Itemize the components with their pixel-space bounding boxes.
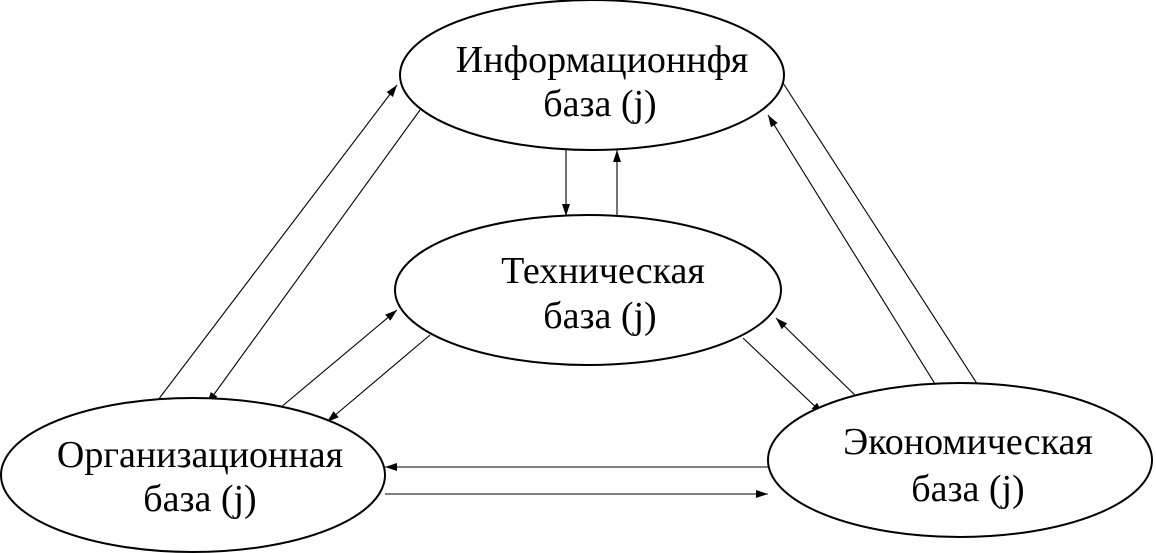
node-org-ellipse	[0, 397, 386, 553]
node-info-ellipse	[399, 0, 785, 151]
arrow-econ-to-info	[767, 114, 941, 393]
node-info: Информационнфя база (j)	[399, 0, 785, 151]
node-econ: Экономическая база (j)	[767, 382, 1153, 538]
node-tech-label-line2: база (j)	[543, 295, 656, 337]
arrow-tech-to-econ	[742, 337, 824, 415]
node-org-label-line1: Организационная	[57, 434, 343, 476]
node-info-label-line1: Информационнфя	[456, 39, 748, 81]
arrow-org-to-info	[157, 84, 398, 401]
arrow-econ-to-tech	[775, 317, 863, 403]
node-org-label-line2: база (j)	[143, 478, 256, 520]
node-tech-ellipse	[394, 214, 782, 366]
node-econ-label-line1: Экономическая	[843, 421, 1093, 463]
node-tech: Техническая база (j)	[394, 214, 782, 366]
node-info-label-line2: база (j)	[543, 83, 656, 125]
arrow-info-to-econ	[782, 82, 986, 397]
node-econ-label-line2: база (j)	[911, 468, 1024, 510]
arrow-org-to-tech	[279, 309, 398, 409]
arrow-info-to-org	[206, 109, 421, 405]
arrow-tech-to-org	[326, 334, 431, 423]
node-org: Организационная база (j)	[0, 397, 386, 553]
node-econ-ellipse	[767, 382, 1153, 538]
node-tech-label-line1: Техническая	[501, 250, 705, 292]
edges-layer	[157, 82, 986, 498]
